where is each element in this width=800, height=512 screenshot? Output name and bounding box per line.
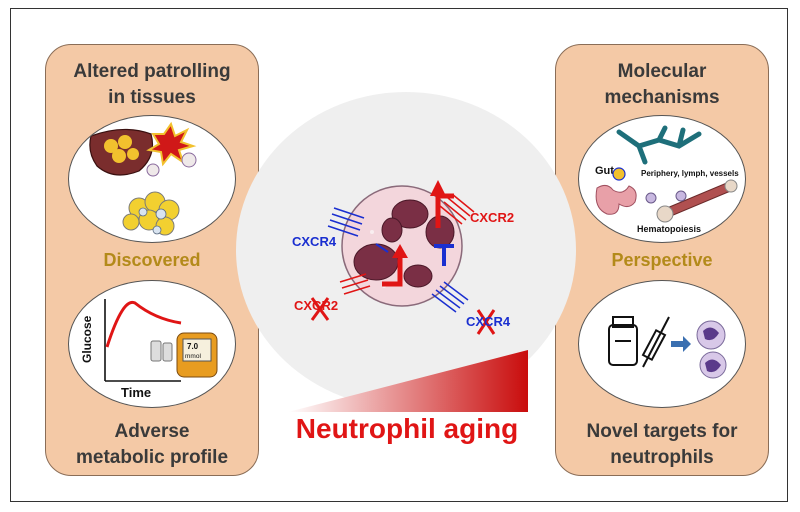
molecular-mechanisms-illustration: Gut Periphery, lymph, vessels Hematopoie…	[578, 115, 746, 243]
receptor-cxcr2-bottom-left	[339, 273, 371, 295]
hematopoiesis-label: Hematopoiesis	[637, 224, 701, 234]
x-mark-bottom-left	[310, 297, 330, 321]
altered-patrolling-label-line2: in tissues	[108, 87, 196, 108]
meter-reading: 7.0	[187, 342, 199, 351]
molecular-label-line1: Molecular	[617, 61, 707, 82]
novel-targets-label-line1: Novel targets for	[586, 421, 738, 442]
tissue-patrolling-illustration	[68, 115, 236, 243]
cxcr4-increase-arrow	[382, 244, 408, 287]
novel-targets-label-line2: neutrophils	[610, 447, 714, 468]
adverse-label-line2: metabolic profile	[75, 447, 229, 468]
cxcr4-left-label: CXCR4	[292, 234, 337, 249]
meter-unit: mmol	[185, 353, 201, 360]
x-mark-bottom-right	[476, 309, 496, 335]
adverse-label-line1: Adverse	[114, 421, 190, 442]
molecular-label-line2: mechanisms	[604, 87, 720, 108]
left-panel: Altered patrolling in tissues Discovered…	[45, 44, 259, 476]
receptor-cxcr2-right	[439, 193, 475, 225]
nucleus-lobes	[353, 199, 455, 288]
perspective-label: Perspective	[611, 250, 713, 270]
cxcr4-link-line	[375, 243, 389, 253]
discovered-label: Discovered	[103, 250, 201, 270]
cxcr2-right-label: CXCR2	[470, 210, 515, 225]
right-panel: Molecular mechanisms Gut Periphery, lymp…	[555, 44, 769, 476]
receptor-cxcr4-bottom-right	[431, 281, 469, 313]
glucose-graph-illustration: Glucose Time 7.0 mmol	[68, 280, 236, 408]
glucose-axis-label: Glucose	[80, 315, 94, 363]
neutrophil-aging-title: Neutrophil aging	[295, 413, 519, 444]
inhibition-t-symbol	[434, 244, 454, 266]
gut-label: Gut	[595, 165, 614, 177]
aging-gradient-ramp	[288, 350, 528, 412]
novel-targets-illustration	[578, 280, 746, 408]
time-axis-label: Time	[121, 385, 151, 400]
cxcr2-bottom-left-label: CXCR2	[294, 298, 339, 313]
periphery-label: Periphery, lymph, vessels	[641, 169, 739, 178]
altered-patrolling-label-line1: Altered patrolling	[73, 61, 231, 82]
cxcr4-bottom-right-label: CXCR4	[466, 314, 511, 329]
receptor-cxcr4-left	[327, 207, 365, 237]
cxcr2-increase-arrow	[430, 180, 454, 228]
